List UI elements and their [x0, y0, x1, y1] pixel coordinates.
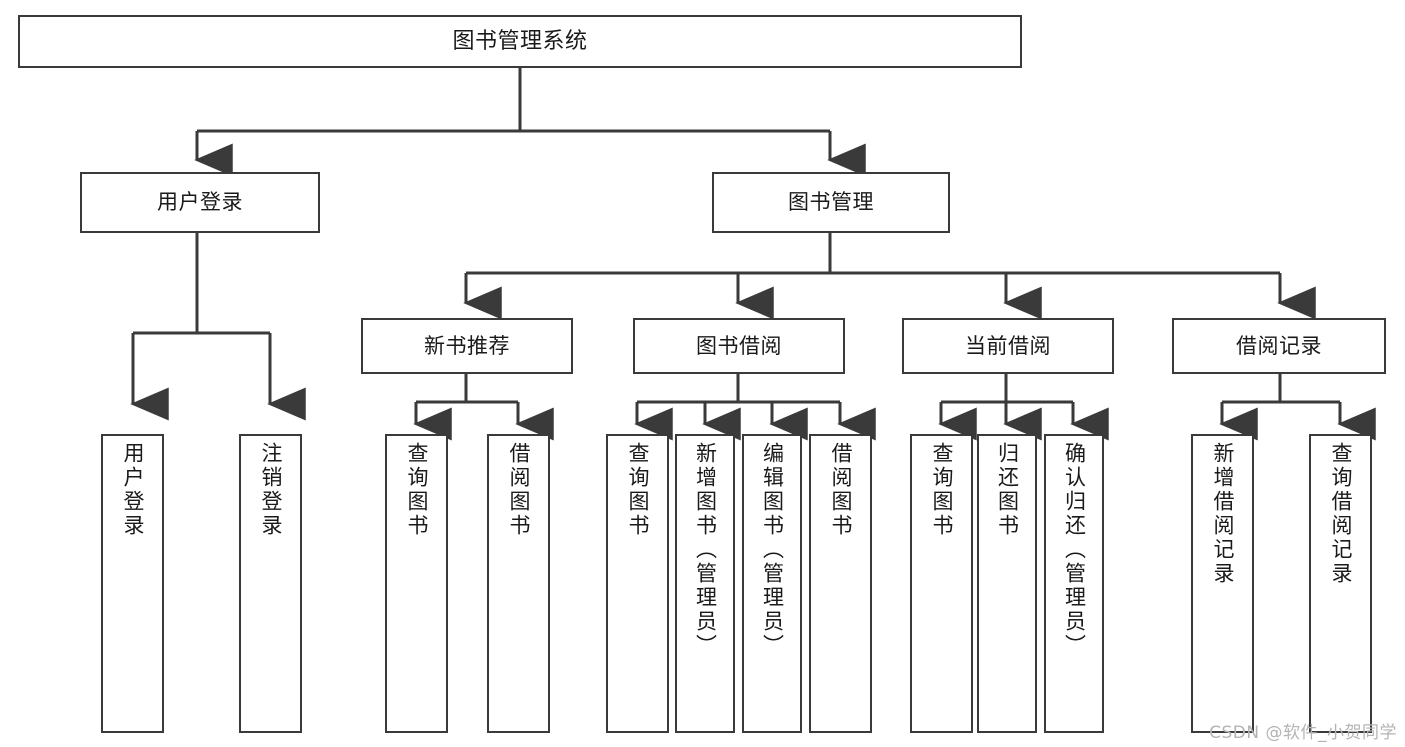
node-label: 用户登录 [121, 442, 145, 538]
node-label: 注销登录 [259, 442, 283, 538]
node-label: 确认归还（管理员） [1062, 442, 1087, 658]
node-label: 查询图书 [405, 442, 429, 538]
leaf-borrow-add-book-admin[interactable]: 新增图书（管理员） [675, 434, 735, 733]
node-borrow-record[interactable]: 借阅记录 [1172, 318, 1386, 374]
node-current-borrow[interactable]: 当前借阅 [902, 318, 1114, 374]
node-label: 借阅图书 [829, 442, 853, 538]
node-label: 查询图书 [626, 442, 650, 538]
node-label: 图书管理系统 [452, 28, 588, 54]
leaf-current-confirm-return-admin[interactable]: 确认归还（管理员） [1044, 434, 1104, 733]
leaf-user-logout[interactable]: 注销登录 [239, 434, 302, 733]
node-label: 图书借阅 [696, 333, 782, 358]
node-book-borrow[interactable]: 图书借阅 [633, 318, 845, 374]
node-label: 编辑图书（管理员） [760, 442, 785, 658]
node-label: 当前借阅 [965, 333, 1051, 358]
node-label: 用户登录 [157, 190, 243, 215]
node-new-book-recommend[interactable]: 新书推荐 [361, 318, 573, 374]
watermark-text: CSDN @软件_小贺同学 [1209, 723, 1397, 743]
leaf-current-return-book[interactable]: 归还图书 [977, 434, 1037, 733]
node-label: 归还图书 [995, 442, 1020, 538]
leaf-recommend-query-book[interactable]: 查询图书 [385, 434, 448, 733]
leaf-record-add-borrow-record[interactable]: 新增借阅记录 [1191, 434, 1254, 733]
node-book-management[interactable]: 图书管理 [712, 172, 950, 233]
node-label: 借阅图书 [507, 442, 531, 538]
node-label: 新书推荐 [424, 333, 510, 358]
node-root-system[interactable]: 图书管理系统 [18, 15, 1022, 68]
node-label: 新增借阅记录 [1211, 442, 1235, 586]
node-label: 新增图书（管理员） [693, 442, 718, 658]
leaf-borrow-borrow-book[interactable]: 借阅图书 [809, 434, 872, 733]
node-label: 查询借阅记录 [1329, 442, 1353, 586]
leaf-current-query-book[interactable]: 查询图书 [910, 434, 973, 733]
node-label: 借阅记录 [1236, 333, 1322, 358]
node-label: 图书管理 [788, 190, 874, 215]
node-label: 查询图书 [930, 442, 954, 538]
leaf-user-login[interactable]: 用户登录 [101, 434, 164, 733]
leaf-recommend-borrow-book[interactable]: 借阅图书 [487, 434, 550, 733]
leaf-record-query-borrow-record[interactable]: 查询借阅记录 [1309, 434, 1372, 733]
leaf-borrow-query-book[interactable]: 查询图书 [606, 434, 669, 733]
node-user-login[interactable]: 用户登录 [80, 172, 320, 233]
leaf-borrow-edit-book-admin[interactable]: 编辑图书（管理员） [742, 434, 802, 733]
